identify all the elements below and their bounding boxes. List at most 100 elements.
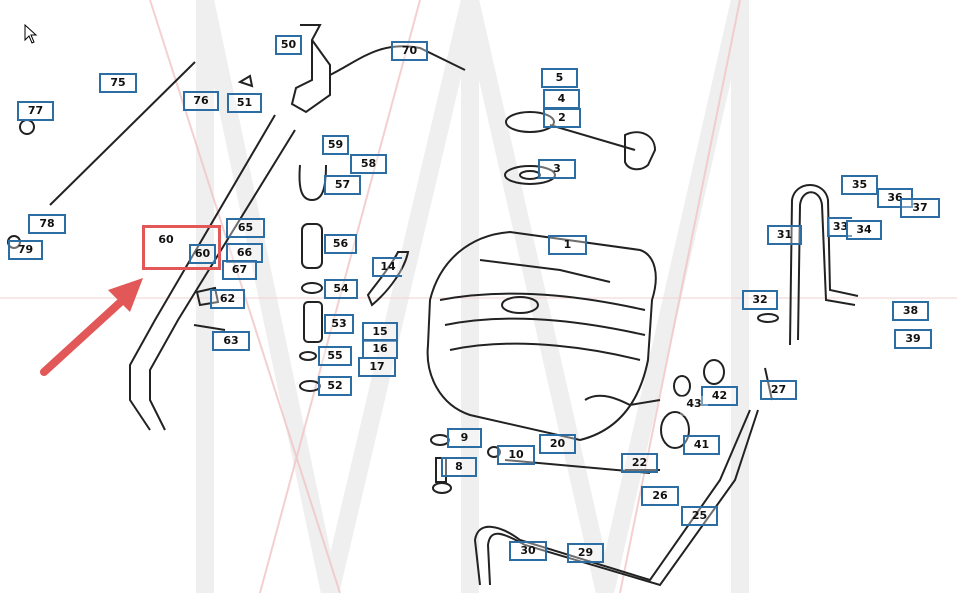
callout-5[interactable]: 5 [541,68,578,88]
arrow-shaft [40,294,129,376]
callout-3[interactable]: 3 [538,159,576,179]
callout-label: 20 [549,437,566,450]
callout-label: 60 [194,247,211,260]
callout-label: 43 [686,397,702,410]
callout-label: 25 [691,509,708,522]
callout-label: 70 [401,44,418,57]
callout-53[interactable]: 53 [324,314,354,334]
callout-32[interactable]: 32 [742,290,778,310]
callout-16[interactable]: 16 [362,339,398,359]
callout-36[interactable]: 36 [877,188,913,208]
callout-label: 1 [563,238,572,251]
callout-label: 59 [327,138,344,151]
callout-79[interactable]: 79 [8,240,43,260]
callout-label: 2 [558,111,566,124]
callout-label: 14 [380,260,396,273]
callout-27[interactable]: 27 [760,380,797,400]
callout-label: 34 [856,223,872,236]
shield-drawing [366,251,410,307]
callout-label: 15 [372,325,388,338]
callout-14[interactable]: 14 [372,257,402,277]
callout-62[interactable]: 62 [210,289,245,309]
mouse-cursor-icon [24,24,38,44]
callout-label: 9 [460,431,469,444]
callout-label: 33 [832,220,849,233]
callout-label: 58 [360,157,377,170]
callout-29[interactable]: 29 [567,543,604,563]
callout-58[interactable]: 58 [350,154,387,174]
callout-15[interactable]: 15 [362,322,398,342]
callout-59[interactable]: 59 [322,135,349,155]
highlight-box [142,225,221,270]
callout-17[interactable]: 17 [358,357,396,377]
callout-77[interactable]: 77 [17,101,54,121]
callout-label: 10 [508,448,524,461]
callout-label: 55 [327,349,343,362]
fuel-lines-drawing [49,45,466,431]
tank-straps-drawing [473,409,759,587]
callout-37[interactable]: 37 [900,198,940,218]
callout-2[interactable]: 2 [543,108,581,128]
callout-label: 76 [193,94,209,107]
callout-41[interactable]: 41 [683,435,720,455]
filler-neck-drawing [584,359,773,449]
callout-56[interactable]: 56 [324,234,357,254]
callout-57[interactable]: 57 [324,175,361,195]
callout-label: 53 [331,317,347,330]
callout-54[interactable]: 54 [324,279,358,299]
callout-67[interactable]: 67 [222,260,257,280]
callout-39[interactable]: 39 [894,329,932,349]
callout-label: 17 [369,360,385,373]
callout-76[interactable]: 76 [183,91,219,111]
callout-10[interactable]: 10 [497,445,535,465]
callout-34[interactable]: 34 [846,220,882,240]
callout-65[interactable]: 65 [226,218,265,238]
part-63-drawing [193,324,226,331]
callout-label: 16 [372,342,388,355]
callout-66[interactable]: 66 [226,243,263,263]
callout-label: 35 [851,178,868,191]
callout-label: 50 [280,38,297,51]
callout-38[interactable]: 38 [892,301,929,321]
callout-label: 52 [327,379,343,392]
callout-60-right[interactable]: 60 [189,244,216,264]
callout-8[interactable]: 8 [441,457,477,477]
callout-52[interactable]: 52 [318,376,352,396]
callout-label: 41 [693,438,710,451]
callout-31[interactable]: 31 [767,225,802,245]
callout-label: 56 [332,237,349,250]
arrow-head [108,278,143,312]
callout-75[interactable]: 75 [99,73,137,93]
callout-35[interactable]: 35 [841,175,878,195]
callout-78[interactable]: 78 [28,214,66,234]
callout-25[interactable]: 25 [681,506,718,526]
part-51-drawing [237,74,254,88]
callout-43[interactable]: 43 [680,396,708,416]
callout-1[interactable]: 1 [548,235,587,255]
callout-9[interactable]: 9 [447,428,482,448]
callout-20[interactable]: 20 [539,434,576,454]
callout-42[interactable]: 42 [701,386,738,406]
callout-60-left[interactable]: 60 [152,232,180,252]
callout-70[interactable]: 70 [391,41,428,61]
callout-26[interactable]: 26 [641,486,679,506]
callout-label: 79 [17,243,34,256]
callout-label: 60 [158,233,174,246]
callout-label: 42 [711,389,728,402]
callout-label: 66 [236,246,253,259]
callout-label: 29 [577,546,594,559]
callout-label: 38 [902,304,919,317]
callout-50[interactable]: 50 [275,35,302,55]
callout-label: 67 [231,263,248,276]
callout-22[interactable]: 22 [621,453,658,473]
callout-33[interactable]: 33 [827,217,852,237]
callout-label: 4 [557,92,566,105]
callout-55[interactable]: 55 [318,346,352,366]
callout-label: 5 [555,71,564,84]
callout-label: 27 [770,383,787,396]
callout-63[interactable]: 63 [212,331,250,351]
callout-51[interactable]: 51 [227,93,262,113]
callout-30[interactable]: 30 [509,541,547,561]
